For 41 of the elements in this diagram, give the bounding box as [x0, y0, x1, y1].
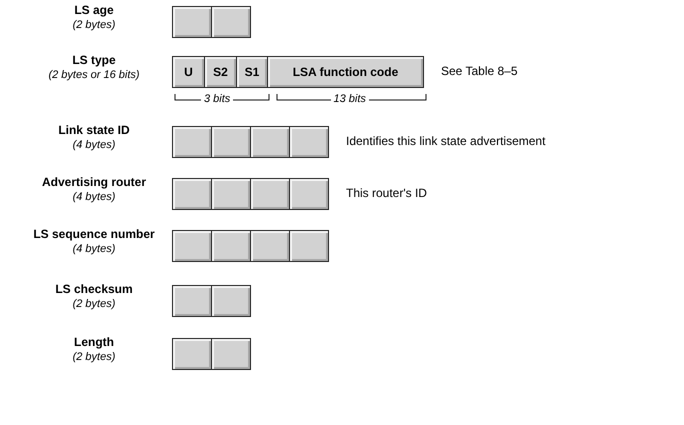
field-name: Length: [73, 335, 115, 349]
byte-cell: [250, 230, 290, 262]
field-size: (2 bytes): [72, 298, 116, 310]
byte-cell: [211, 230, 251, 262]
byte-cell: [289, 178, 329, 210]
field-size: (2 bytes): [72, 19, 116, 31]
field-size: (4 bytes): [72, 243, 116, 255]
byte-cell: [172, 230, 212, 262]
field-name: Advertising router: [40, 175, 147, 189]
field-name: LS age: [73, 3, 115, 17]
byte-cell: [289, 126, 329, 158]
bit-count: 3 bits: [201, 93, 234, 105]
byte-cell: [250, 126, 290, 158]
field-name: Link state ID: [57, 123, 131, 137]
field-size: (2 bytes): [72, 351, 116, 363]
field-size: (2 bytes or 16 bits): [47, 69, 141, 81]
field-size: (4 bytes): [72, 191, 116, 203]
bit-count: 13 bits: [330, 93, 369, 105]
field-note: Identifies this link state advertisement: [346, 134, 546, 148]
field-cell: S2: [204, 56, 237, 88]
byte-cell: [250, 178, 290, 210]
byte-cell: [172, 178, 212, 210]
field-note: See Table 8–5: [441, 64, 518, 78]
byte-cell: [211, 126, 251, 158]
field-name: LS sequence number: [32, 227, 156, 241]
field-name: LS checksum: [54, 282, 134, 296]
byte-cell: [211, 285, 251, 317]
field-size: (4 bytes): [72, 139, 116, 151]
byte-cell: [172, 285, 212, 317]
byte-cell: [172, 6, 212, 38]
byte-cell: [172, 126, 212, 158]
field-cell: S1: [236, 56, 268, 88]
byte-cell: [289, 230, 329, 262]
field-cell: LSA function code: [267, 56, 424, 88]
byte-cell: [172, 338, 212, 370]
byte-cell: [211, 338, 251, 370]
field-cell: U: [172, 56, 205, 88]
byte-cell: [211, 178, 251, 210]
field-note: This router's ID: [346, 186, 427, 200]
byte-cell: [211, 6, 251, 38]
field-name: LS type: [71, 53, 117, 67]
